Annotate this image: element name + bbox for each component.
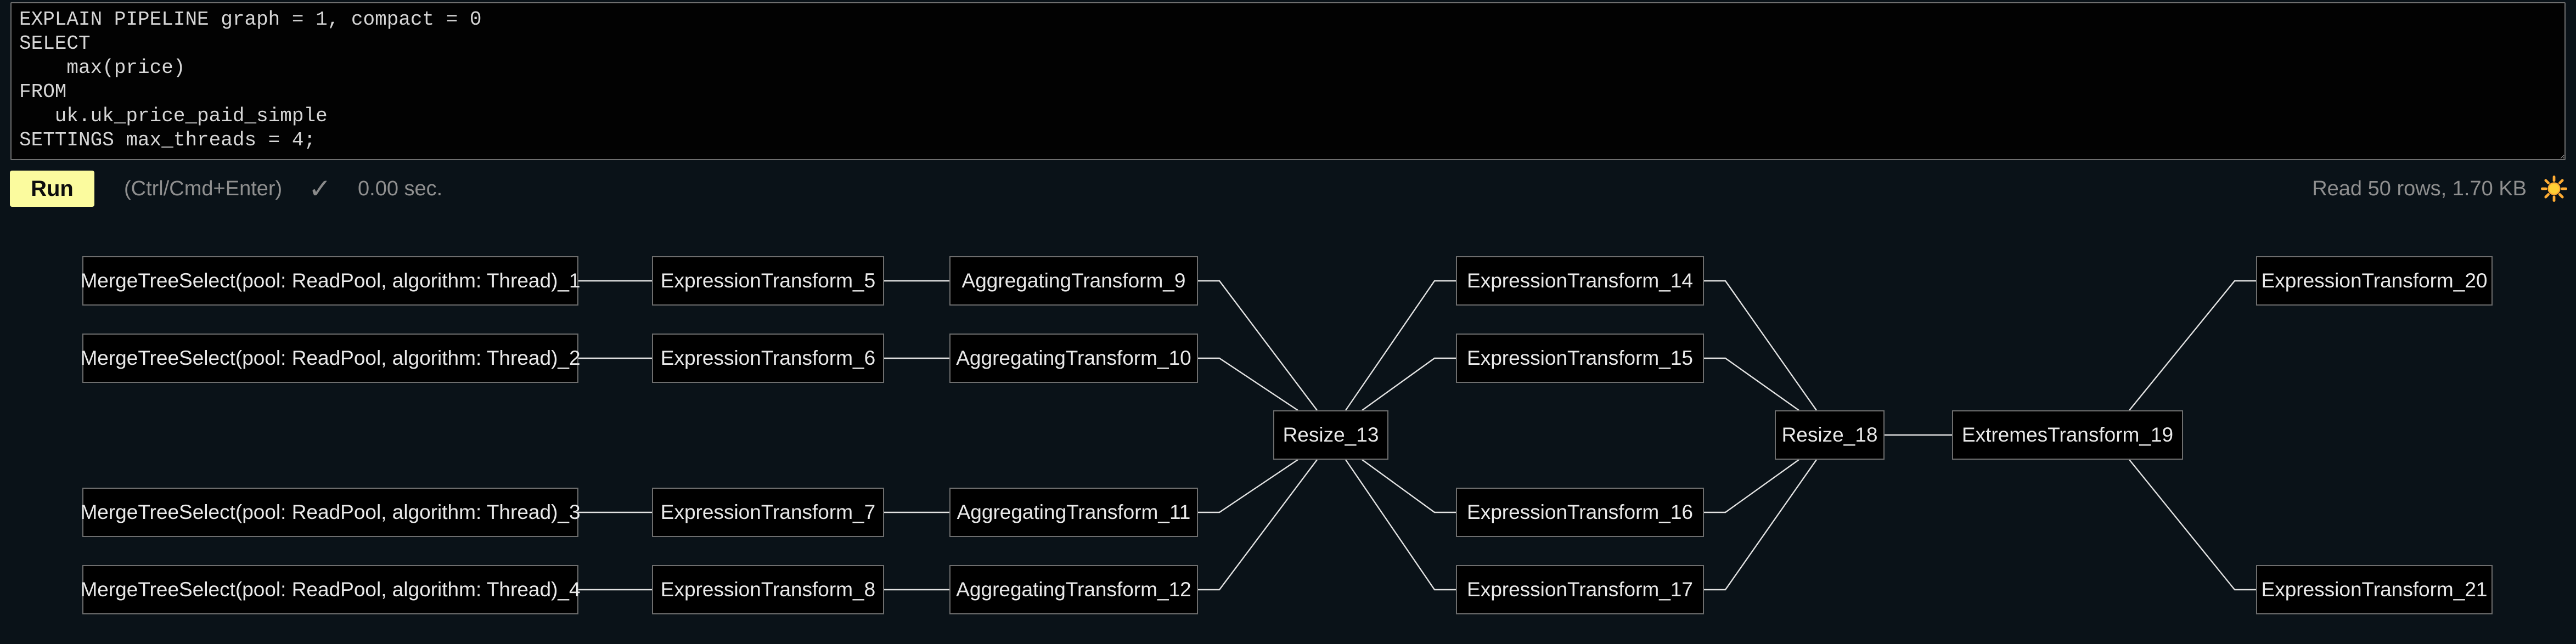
toolbar: Run (Ctrl/Cmd+Enter) ✓ 0.00 sec. Read 50… <box>0 171 2576 207</box>
read-stats: Read 50 rows, 1.70 KB <box>2312 177 2527 200</box>
pipeline-node-MergeTreeSelect_4: MergeTreeSelect(pool: ReadPool, algorith… <box>80 565 581 614</box>
pipeline-node-ExpressionTransform_7: ExpressionTransform_7 <box>652 488 884 537</box>
pipeline-node-ExpressionTransform_16: ExpressionTransform_16 <box>1456 488 1704 537</box>
pipeline-node-AggregatingTransform_12: AggregatingTransform_12 <box>949 565 1198 614</box>
pipeline-node-MergeTreeSelect_2: MergeTreeSelect(pool: ReadPool, algorith… <box>80 334 581 383</box>
pipeline-node-AggregatingTransform_9: AggregatingTransform_9 <box>949 256 1198 306</box>
pipeline-edge <box>1704 459 1817 591</box>
success-check-icon: ✓ <box>308 173 331 204</box>
pipeline-edge <box>1345 280 1456 411</box>
pipeline-node-Resize_18: Resize_18 <box>1775 410 1885 460</box>
sun-icon[interactable] <box>2541 176 2567 202</box>
pipeline-node-ExpressionTransform_15: ExpressionTransform_15 <box>1456 334 1704 383</box>
pipeline-node-ExpressionTransform_14: ExpressionTransform_14 <box>1456 256 1704 306</box>
pipeline-edge <box>1704 459 1799 513</box>
pipeline-edge <box>2129 459 2256 591</box>
pipeline-node-ExpressionTransform_17: ExpressionTransform_17 <box>1456 565 1704 614</box>
run-shortcut-hint: (Ctrl/Cmd+Enter) <box>124 177 283 200</box>
pipeline-node-MergeTreeSelect_1: MergeTreeSelect(pool: ReadPool, algorith… <box>80 256 581 306</box>
pipeline-node-ExpressionTransform_20: ExpressionTransform_20 <box>2256 256 2493 306</box>
pipeline-node-AggregatingTransform_11: AggregatingTransform_11 <box>949 488 1198 537</box>
sql-editor[interactable]: EXPLAIN PIPELINE graph = 1, compact = 0 … <box>10 2 2566 160</box>
pipeline-node-AggregatingTransform_10: AggregatingTransform_10 <box>949 334 1198 383</box>
pipeline-node-ExpressionTransform_8: ExpressionTransform_8 <box>652 565 884 614</box>
pipeline-node-ExpressionTransform_5: ExpressionTransform_5 <box>652 256 884 306</box>
pipeline-edge <box>1704 280 1817 411</box>
pipeline-edge <box>1704 357 1799 411</box>
pipeline-edge <box>1198 459 1298 513</box>
pipeline-node-ExpressionTransform_21: ExpressionTransform_21 <box>2256 565 2493 614</box>
pipeline-edge <box>1362 357 1456 411</box>
pipeline-node-Resize_13: Resize_13 <box>1273 410 1388 460</box>
pipeline-edge <box>2129 280 2256 411</box>
pipeline-node-ExpressionTransform_6: ExpressionTransform_6 <box>652 334 884 383</box>
pipeline-node-ExtremesTransform_19: ExtremesTransform_19 <box>1952 410 2183 460</box>
pipeline-edge <box>1345 459 1456 591</box>
pipeline-edge <box>1198 459 1318 591</box>
pipeline-edge <box>1198 280 1318 411</box>
run-button[interactable]: Run <box>10 171 94 207</box>
pipeline-edge <box>1362 459 1456 513</box>
query-stats-group: Read 50 rows, 1.70 KB <box>2312 171 2567 207</box>
pipeline-edge <box>1198 357 1298 411</box>
elapsed-time: 0.00 sec. <box>358 177 443 200</box>
pipeline-node-MergeTreeSelect_3: MergeTreeSelect(pool: ReadPool, algorith… <box>80 488 581 537</box>
